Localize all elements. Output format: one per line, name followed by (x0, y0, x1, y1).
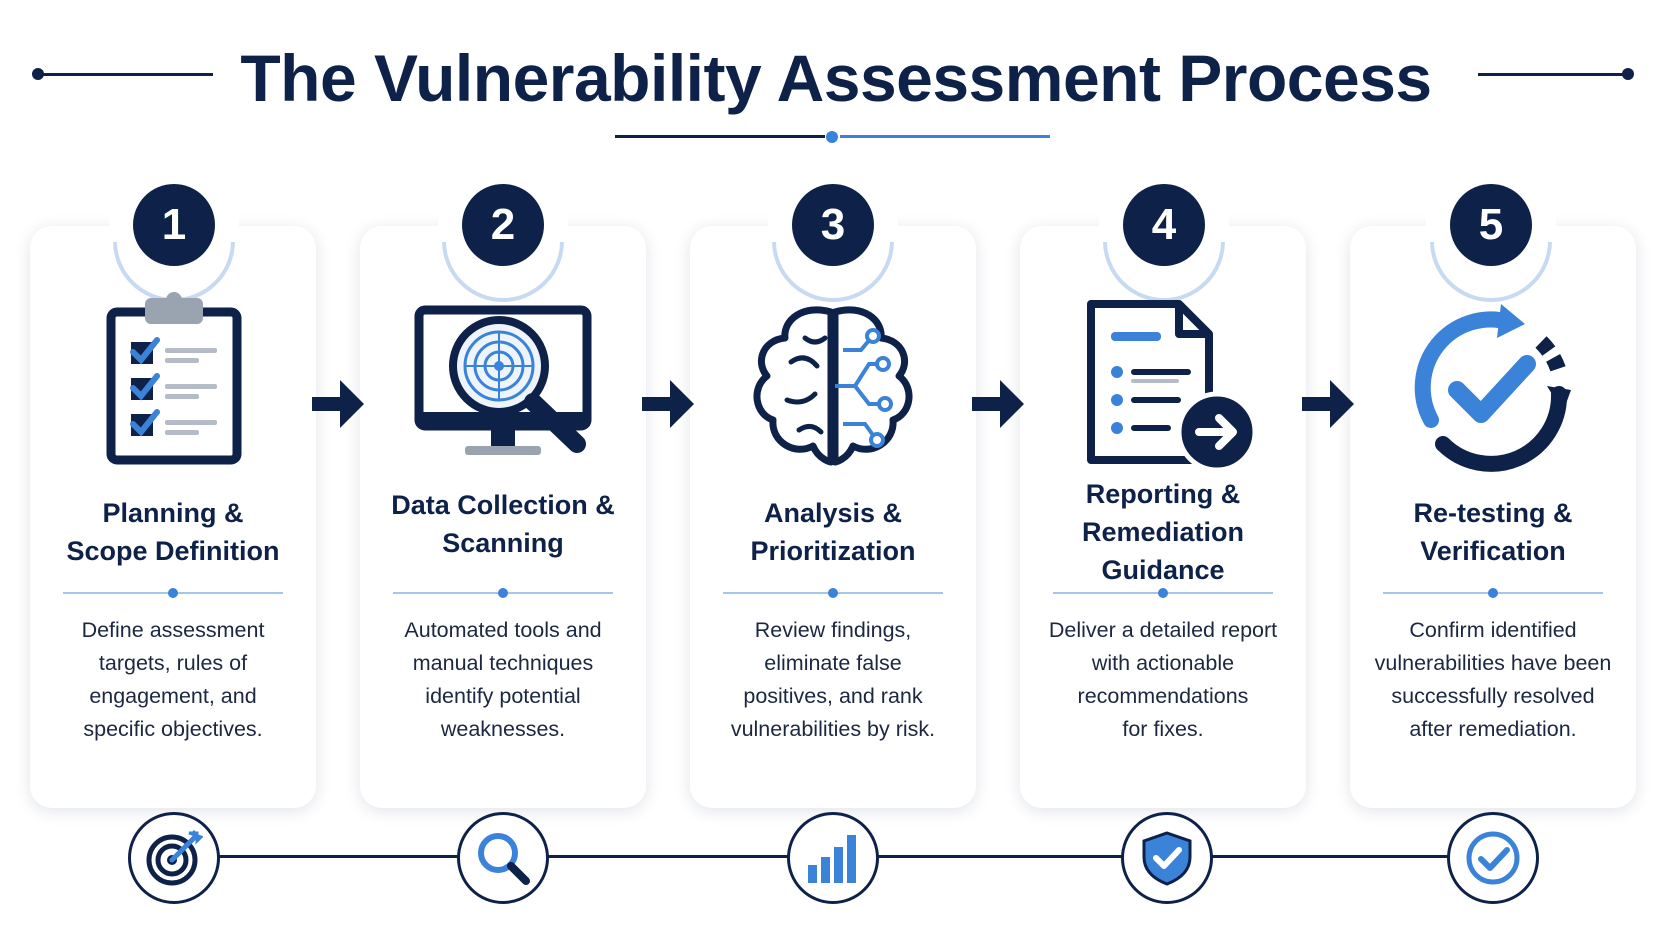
step-description-5-line: vulnerabilities have been (1374, 651, 1612, 675)
bottom-step-4 (1121, 812, 1213, 904)
step-description-2: Automated tools and manual techniques id… (373, 614, 633, 746)
step-title-3-line2: Prioritization (750, 536, 916, 566)
step-description-2-line: weaknesses. (440, 717, 566, 741)
step-description-5-line: successfully resolved (1391, 684, 1595, 708)
step-description-1-line: targets, rules of (98, 651, 248, 675)
step-divider-dot-1 (168, 588, 178, 598)
step-divider-dot-3 (828, 588, 838, 598)
step-description-5-line: Confirm identified (1409, 618, 1577, 642)
step-title-5: Re-testing & Verification (1350, 492, 1636, 572)
title-underline-right (840, 135, 1050, 138)
step-title-3: Analysis & Prioritization (690, 492, 976, 572)
search-icon (478, 833, 530, 885)
report-document-icon (1063, 290, 1263, 490)
bottom-step-3 (787, 812, 879, 904)
step-title-3-line1: Analysis & (763, 498, 903, 528)
step-number-badge-3: 3 (792, 184, 874, 266)
monitor-magnifier-icon (403, 290, 603, 490)
page-title: The Vulnerability Assessment Process (240, 41, 1432, 115)
step-description-1-line: Define assessment (81, 618, 265, 642)
step-title-5-line2: Verification (1420, 536, 1566, 566)
title-underline-left (615, 135, 825, 138)
step-description-5: Confirm identified vulnerabilities have … (1363, 614, 1623, 746)
bottom-step-1 (128, 812, 220, 904)
step-title-4-line2: Remediation Guidance (1081, 517, 1245, 585)
arrow-right-icon (642, 380, 694, 428)
step-divider-dot-4 (1158, 588, 1168, 598)
step-description-4-line: recommendations (1077, 684, 1249, 708)
step-description-4-line: with actionable (1091, 651, 1235, 675)
step-description-3-line: vulnerabilities by risk. (730, 717, 936, 741)
step-title-1: Planning & Scope Definition (30, 492, 316, 572)
step-number-badge-1: 1 (133, 184, 215, 266)
step-description-4-line: for fixes. (1122, 717, 1204, 741)
bottom-step-2 (457, 812, 549, 904)
step-title-4: Reporting & Remediation Guidance (1020, 479, 1306, 585)
title-rule-right-dot (1622, 68, 1634, 80)
clipboard-checklist-icon (73, 290, 273, 490)
step-number-badge-2: 2 (462, 184, 544, 266)
shield-check-icon (1142, 831, 1192, 886)
step-title-4-line1: Reporting & (1085, 479, 1241, 509)
step-description-1-line: engagement, and (89, 684, 257, 708)
step-description-2-line: manual techniques (412, 651, 594, 675)
step-description-2-line: Automated tools and (404, 618, 602, 642)
step-title-1-line1: Planning & (102, 498, 244, 528)
title-rule-right (1478, 73, 1628, 76)
step-description-1-line: specific objectives. (83, 717, 263, 741)
step-divider-dot-5 (1488, 588, 1498, 598)
step-description-4: Deliver a detailed report with actionabl… (1033, 614, 1293, 746)
step-description-4-line: Deliver a detailed report (1048, 618, 1278, 642)
step-description-3: Review findings, eliminate false positiv… (703, 614, 963, 746)
step-number-badge-4: 4 (1123, 184, 1205, 266)
step-description-3-line: eliminate false (764, 651, 902, 675)
arrow-right-icon (1302, 380, 1354, 428)
arrow-right-icon (312, 380, 364, 428)
step-title-1-line2: Scope Definition (66, 536, 280, 566)
title-underline-dot (826, 131, 838, 143)
brain-circuit-icon (733, 290, 933, 490)
step-description-1: Define assessment targets, rules of enga… (43, 614, 303, 746)
step-description-3-line: Review findings, (754, 618, 912, 642)
step-title-2: Data Collection & Scanning (360, 484, 646, 564)
step-divider-dot-2 (498, 588, 508, 598)
bottom-step-5 (1447, 812, 1539, 904)
step-number-badge-5: 5 (1450, 184, 1532, 266)
step-description-2-line: identify potential (425, 684, 581, 708)
title-rule-left (38, 73, 213, 76)
check-circle-icon (1466, 831, 1520, 885)
step-title-5-line1: Re-testing & (1413, 498, 1573, 528)
step-description-5-line: after remediation. (1409, 717, 1577, 741)
step-title-2-line1: Data Collection & (391, 490, 615, 520)
arrow-right-icon (972, 380, 1024, 428)
refresh-check-icon (1391, 290, 1591, 490)
step-title-2-line2: Scanning (442, 528, 564, 558)
bar-chart-icon (808, 835, 856, 883)
target-icon (146, 829, 203, 886)
step-description-3-line: positives, and rank (743, 684, 923, 708)
